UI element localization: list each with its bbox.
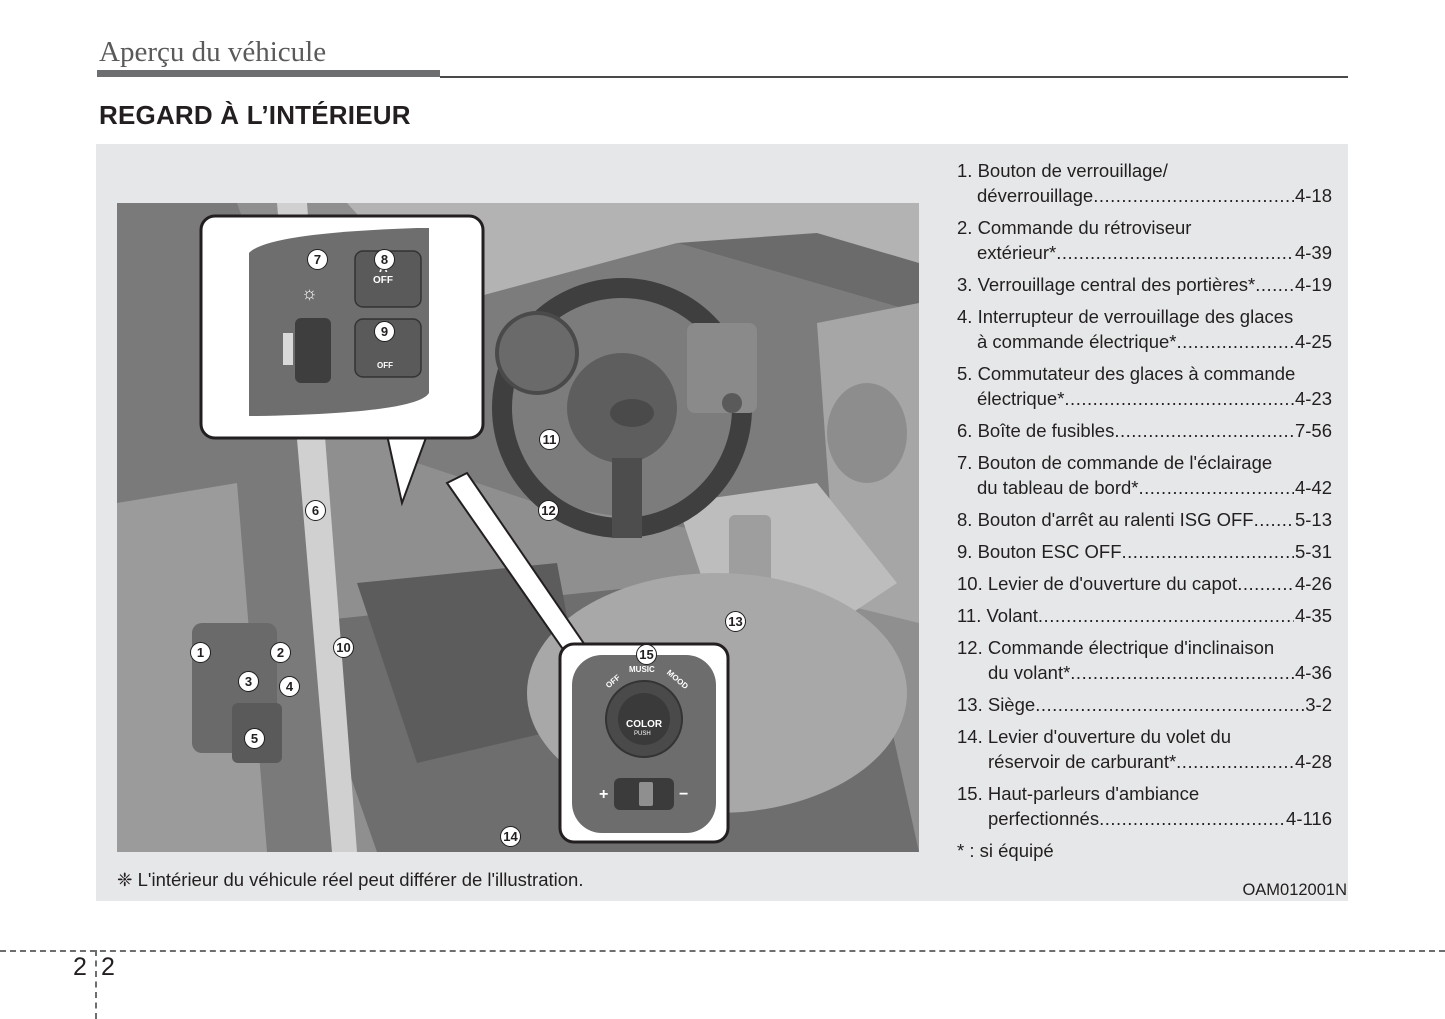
callout-9: 9 xyxy=(374,321,395,342)
legend-page-ref: 4-18 xyxy=(1294,185,1332,206)
callout-14: 14 xyxy=(500,826,521,847)
chapter-header-title: Aperçu du véhicule xyxy=(99,36,327,68)
legend-item-11: 11. Volant 4-35 xyxy=(957,603,1332,628)
callout-12: 12 xyxy=(538,500,559,521)
legend-item-9: 9. Bouton ESC OFF5-31 xyxy=(957,539,1332,564)
header-rule-thin xyxy=(440,76,1348,78)
legend-footnote: * : si équipé xyxy=(957,840,1054,861)
legend-item-14: 14. Levier d'ouverture du volet du réser… xyxy=(957,724,1332,774)
vehicle-interior-illustration: OFF A OFF ☼ OFF MUSIC MOOD COLOR PUSH + … xyxy=(117,203,919,852)
component-legend: 1. Bouton de verrouillage/ déverrouillag… xyxy=(957,158,1332,863)
legend-page-ref: 3-2 xyxy=(1305,694,1332,715)
footer-page-number: 2 xyxy=(101,953,115,981)
callout-5: 5 xyxy=(244,728,265,749)
color-knob-label: COLOR xyxy=(626,719,663,730)
legend-item-15: 15. Haut-parleurs d'ambiance perfectionn… xyxy=(957,781,1332,831)
callout-2: 2 xyxy=(270,642,291,663)
legend-item-6: 6. Boîte de fusibles 7-56 xyxy=(957,418,1332,443)
legend-page-ref: 4-36 xyxy=(1294,662,1332,683)
legend-item-7: 7. Bouton de commande de l'éclairage du … xyxy=(957,450,1332,500)
legend-page-ref: 4-28 xyxy=(1294,751,1332,772)
footer-dashed-rule xyxy=(0,950,1445,952)
callout-3: 3 xyxy=(238,671,259,692)
footer-chapter-number: 2 xyxy=(73,953,87,981)
legend-item-5: 5. Commutateur des glaces à commande éle… xyxy=(957,361,1332,411)
esc-off-label: OFF xyxy=(377,361,393,370)
legend-page-ref: 5-13 xyxy=(1294,509,1332,530)
legend-item-8: 8. Bouton d'arrêt au ralenti ISG OFF5-13 xyxy=(957,507,1332,532)
header-rule-thick xyxy=(97,70,440,77)
brightness-plus-label: + xyxy=(599,786,609,803)
isg-off-label: OFF xyxy=(373,275,393,286)
callout-7: 7 xyxy=(307,249,328,270)
color-knob-push-label: PUSH xyxy=(634,731,651,737)
illustration-disclaimer: ❈ L'intérieur du véhicule réel peut diff… xyxy=(117,869,584,890)
legend-page-ref: 5-31 xyxy=(1294,541,1332,562)
legend-page-ref: 4-19 xyxy=(1294,274,1332,295)
callout-4: 4 xyxy=(279,676,300,697)
section-title: REGARD À L’INTÉRIEUR xyxy=(99,100,411,130)
legend-page-ref: 4-42 xyxy=(1294,477,1332,498)
legend-item-4: 4. Interrupteur de verrouillage des glac… xyxy=(957,304,1332,354)
callout-10: 10 xyxy=(333,637,354,658)
callout-8: 8 xyxy=(374,249,395,270)
legend-page-ref: 4-25 xyxy=(1294,331,1332,352)
legend-page-ref: 4-116 xyxy=(1286,808,1332,829)
callout-13: 13 xyxy=(725,611,746,632)
legend-item-2: 2. Commande du rétroviseur extérieur*4-3… xyxy=(957,215,1332,265)
legend-item-3: 3. Verrouillage central des portières*4-… xyxy=(957,272,1332,297)
callout-6: 6 xyxy=(305,500,326,521)
figure-code: OAM012001N xyxy=(1242,881,1347,899)
legend-item-1: 1. Bouton de verrouillage/ déverrouillag… xyxy=(957,158,1332,208)
brightness-minus-label: − xyxy=(679,786,689,803)
legend-page-ref: 4-39 xyxy=(1294,242,1332,263)
footer-dashed-divider xyxy=(95,950,97,1019)
legend-item-13: 13. Siège3-2 xyxy=(957,692,1332,717)
speaker-music-label: MUSIC xyxy=(629,665,655,674)
legend-page-ref: 4-23 xyxy=(1294,388,1332,409)
callout-15: 15 xyxy=(636,644,657,665)
legend-item-10: 10. Levier de d'ouverture du capot 4-26 xyxy=(957,571,1332,596)
legend-page-ref: 4-35 xyxy=(1294,605,1332,626)
dashboard-light-icon: ☼ xyxy=(301,283,318,303)
legend-item-12: 12. Commande électrique d'inclinaison du… xyxy=(957,635,1332,685)
legend-page-ref: 7-56 xyxy=(1294,420,1332,441)
legend-page-ref: 4-26 xyxy=(1294,573,1332,594)
callout-11: 11 xyxy=(539,429,560,450)
callout-1: 1 xyxy=(190,642,211,663)
